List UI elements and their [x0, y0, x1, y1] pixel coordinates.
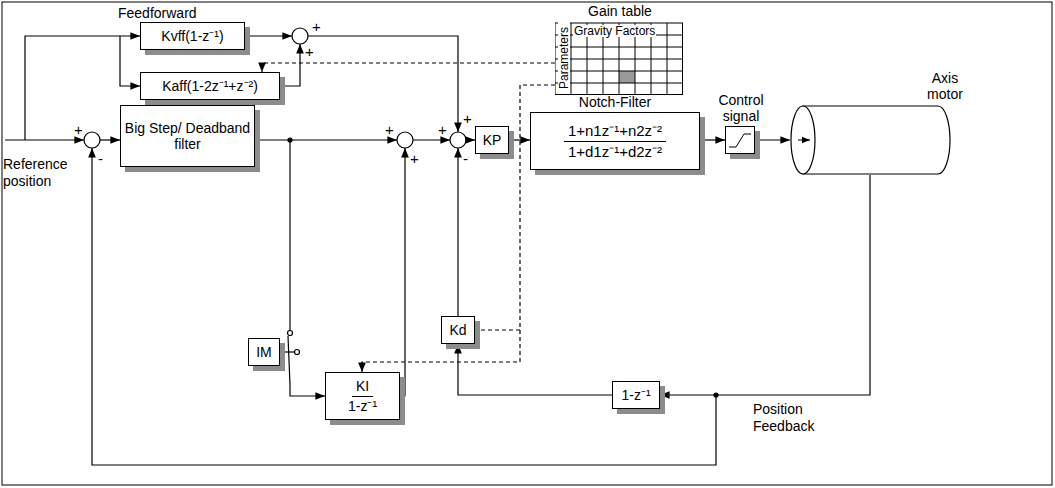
sign-label: - [98, 151, 103, 166]
reference-wire [5, 139, 84, 140]
connector-label: Position Feedback [752, 401, 824, 435]
sign-label: + [305, 44, 314, 59]
filter-block: Big Step/ Deadband filter [120, 105, 255, 167]
block-label: Kvff(1-z⁻¹) [158, 28, 226, 44]
block-label: 1-z⁻¹ [618, 387, 653, 403]
signal-wire [466, 139, 475, 140]
transfer-function-term: KI [352, 377, 373, 396]
gain-table: Gain tableGravity FactorsParameters [555, 3, 683, 95]
integrator-block: KI1-z⁻¹ [325, 372, 400, 420]
sign-label: + [74, 122, 83, 137]
signal-wire [290, 385, 325, 396]
summing-junction [397, 132, 413, 148]
table-title: Gain table [555, 4, 685, 18]
grid-line [555, 83, 683, 84]
grid-line [555, 59, 683, 60]
signal-wire [255, 139, 397, 140]
grid-line [555, 71, 683, 72]
grid-line [555, 47, 683, 48]
sign-label: + [385, 122, 394, 137]
axis-motor: Axis motor [790, 105, 950, 175]
signal-wire [400, 148, 405, 396]
grid-line [555, 23, 683, 24]
feedforward-block: Kvff(1-z⁻¹) [140, 22, 245, 50]
group-title: Feedforward [118, 6, 197, 20]
signal-wire [289, 140, 290, 330]
block-label: Kaff(1-2z⁻¹+z⁻²) [159, 78, 261, 94]
notch-filter: Notch-Filter1+n1z⁻¹+n2z⁻²1+d1z⁻¹+d2z⁻² [530, 112, 700, 170]
summing-junction [84, 132, 100, 148]
axis-label: Gravity Factors [573, 25, 656, 37]
input-label: Reference position [3, 156, 83, 190]
signal-connector [458, 344, 612, 395]
signal-connector [700, 139, 725, 140]
block-heading: Notch-Filter [579, 94, 651, 110]
signal-wire [457, 148, 458, 316]
signal-wire [280, 351, 295, 352]
signal-connector [660, 175, 870, 395]
signal-connector [509, 139, 530, 140]
signal-wire [280, 44, 300, 86]
difference-block: 1-z⁻¹ [612, 381, 660, 409]
motor-cylinder [790, 105, 952, 177]
summing-junction [292, 28, 308, 44]
mode-block: IM [248, 338, 280, 366]
sign-label: + [463, 111, 472, 126]
feedforward-block: Kaff(1-2z⁻¹+z⁻²) [140, 72, 280, 100]
signal-wire [245, 35, 292, 36]
block-heading: Axis motor [920, 70, 970, 102]
gain-schedule-line [262, 63, 555, 72]
selected-cell [619, 71, 635, 83]
gain-block: KP [475, 126, 509, 154]
summing-junction [450, 132, 466, 148]
transfer-function-term: 1+d1z⁻¹+d2z⁻² [564, 142, 666, 161]
saturation-symbol [726, 127, 754, 153]
feedback-wire [92, 148, 716, 465]
sign-label: + [438, 122, 447, 137]
signal-wire [308, 36, 458, 132]
axis-label: Parameters [558, 22, 570, 94]
transfer-function-term: 1+n1z⁻¹+n2z⁻² [564, 121, 666, 141]
feedforward-wire [120, 36, 140, 86]
signal-wire [413, 139, 450, 140]
switch-contact [288, 331, 293, 336]
block-heading: Control signal [706, 92, 776, 124]
junction-dot [288, 138, 292, 142]
block-label: IM [253, 344, 275, 360]
sign-label: - [463, 151, 468, 166]
saturation-block: Control signal [725, 126, 755, 154]
block-label: Big Step/ Deadband filter [121, 120, 254, 152]
gain-block: Kd [441, 316, 475, 344]
signal-wire [100, 139, 120, 140]
block-label: KP [480, 132, 505, 148]
transfer-function-term: 1-z⁻¹ [344, 397, 381, 415]
sign-label: + [312, 19, 321, 34]
switch-blade [288, 336, 290, 385]
switch-contact [295, 350, 300, 355]
signal-connector [755, 139, 790, 140]
sign-label: + [410, 151, 419, 166]
block-label: Kd [446, 322, 469, 338]
